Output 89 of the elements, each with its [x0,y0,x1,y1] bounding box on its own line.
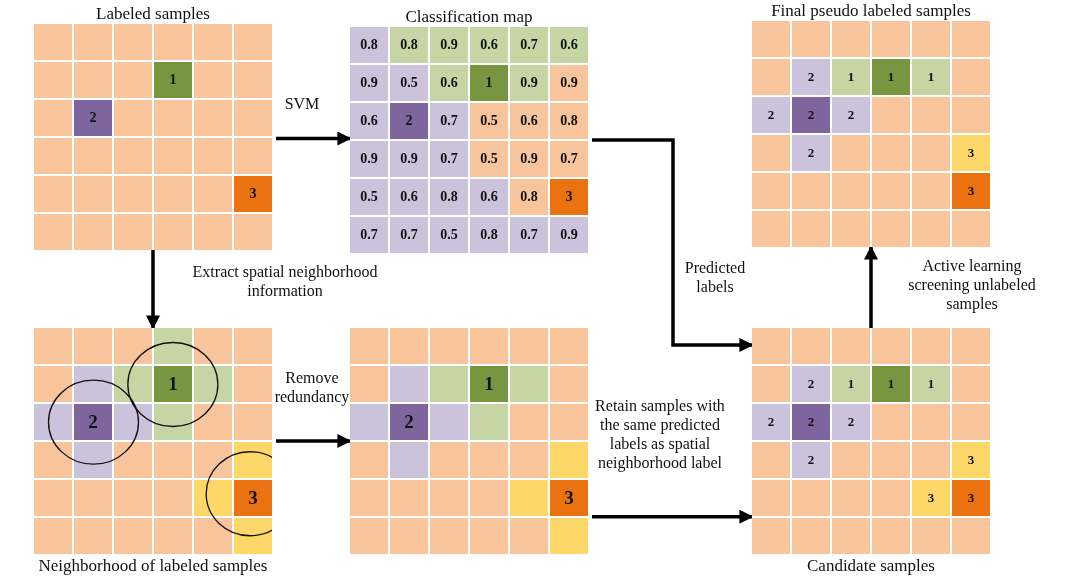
arrow [276,131,352,146]
sample-grid [350,328,588,554]
grid-cell: 0.8 [470,217,508,253]
grid-title: Neighborhood of labeled samples [37,556,269,576]
arrow [592,138,754,352]
grid-cell: 0.7 [510,27,548,63]
grid-cell: 3 [952,135,990,171]
grid-cell: 2 [390,404,428,440]
grid-cell: 3 [952,173,990,209]
grid-cell: 1 [912,366,950,402]
grid-cell: 0.9 [390,141,428,177]
grid-cell: 3 [550,480,588,516]
arrow [864,245,878,328]
grid-cell: 0.9 [510,65,548,101]
edge-label: Remove redundancy [273,368,351,406]
grid-cell: 0.7 [390,217,428,253]
grid-cell: 2 [74,100,112,136]
grid-cell: 0.8 [390,27,428,63]
grid-cell: 2 [752,404,790,440]
grid-cell: 0.7 [350,217,388,253]
grid-cell: 2 [390,103,428,139]
grid-cell: 3 [952,480,990,516]
grid-cell: 1 [154,366,192,402]
edge-label: SVM [283,94,321,113]
grid-title: Classification map [404,7,534,27]
grid-cell: 0.5 [470,141,508,177]
sample-grid [350,7,588,253]
grid-cell: 0.6 [390,179,428,215]
grid-cell: 1 [912,59,950,95]
grid-cell: 0.9 [550,217,588,253]
grid-cell: 0.5 [390,65,428,101]
grid-cell: 0.6 [470,27,508,63]
grid-cell: 0.9 [550,65,588,101]
grid-cell: 0.6 [510,103,548,139]
grid-cell: 2 [792,442,830,478]
grid-cell: 1 [832,366,870,402]
grid-cell: 3 [912,480,950,516]
grid-title: Labeled samples [95,4,211,24]
arrow [592,509,754,524]
grid-cell: 1 [470,65,508,101]
grid-cell: 2 [792,366,830,402]
edge-label: Active learning screening unlabeled samples [907,256,1037,313]
grid-cell: 2 [832,404,870,440]
grid-cell: 0.6 [550,27,588,63]
grid-cell: 1 [872,366,910,402]
grid-cell: 0.7 [430,141,468,177]
arrow [146,250,160,330]
grid-cell: 2 [832,97,870,133]
grid-cell: 0.6 [350,103,388,139]
grid-cell: 1 [154,62,192,98]
grid-cell: 0.8 [510,179,548,215]
grid-cell: 2 [752,97,790,133]
grid-cell: 0.7 [550,141,588,177]
grid-cell: 0.5 [350,179,388,215]
grid-cell: 0.6 [470,179,508,215]
grid-cell: 2 [792,135,830,171]
grid-cell: 3 [550,179,588,215]
grid-cell: 3 [234,176,272,212]
grid-cell: 3 [952,442,990,478]
grid-cell: 0.6 [430,65,468,101]
grid-cell: 2 [74,404,112,440]
grid-cell: 1 [832,59,870,95]
grid-cell: 2 [792,97,830,133]
grid-cell: 0.8 [350,27,388,63]
sample-grid [34,4,272,250]
grid-cell: 0.9 [350,65,388,101]
grid-cell: 0.5 [430,217,468,253]
edge-label: Extract spatial neighborhood information [191,262,379,300]
grid-cell: 1 [872,59,910,95]
grid-title: Final pseudo labeled samples [770,1,972,21]
grid-cell: 0.5 [470,103,508,139]
arrow [276,434,352,448]
edge-label: Predicted labels [683,258,747,296]
grid-cell: 0.8 [550,103,588,139]
grid-cell: 0.8 [430,179,468,215]
grid-cell: 0.9 [510,141,548,177]
sample-grid [752,328,990,576]
edge-label: Retain samples with the same predicted labels as spatial neighborhood label [594,396,726,472]
grid-cell: 2 [792,59,830,95]
sample-grid [752,1,990,247]
grid-cell: 2 [792,404,830,440]
grid-cell: 3 [234,480,272,516]
grid-title: Candidate samples [806,556,936,576]
grid-cell: 0.7 [430,103,468,139]
grid-cell: 0.9 [430,27,468,63]
grid-cell: 0.9 [350,141,388,177]
grid-cell: 1 [470,366,508,402]
grid-cell: 0.7 [510,217,548,253]
sample-grid [34,328,272,576]
